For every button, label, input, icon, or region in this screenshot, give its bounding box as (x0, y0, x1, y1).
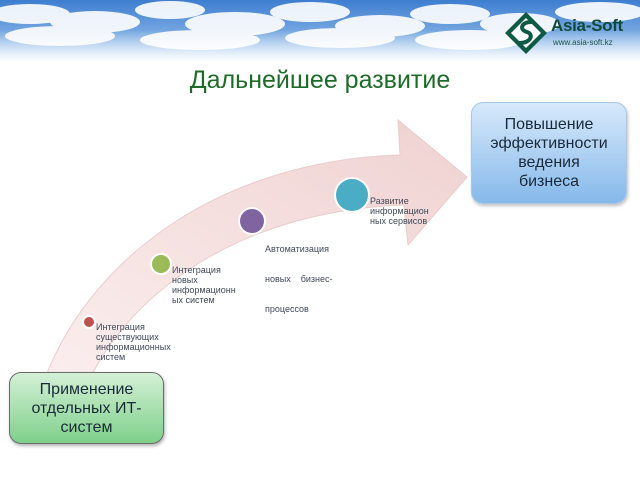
step-2-label: Интеграция новых информационн ых систем (172, 265, 236, 305)
goal-box: Повышение эффективности ведения бизнеса (471, 102, 627, 204)
diamond-logo-icon (505, 12, 547, 54)
step-1-dot (84, 317, 94, 327)
slide-title-text: Дальнейшее развитие (189, 66, 451, 94)
sky-banner (0, 0, 640, 62)
step-4-dot (336, 179, 368, 211)
company-logo: Asia-Soft www.asia-soft.kz (503, 10, 633, 56)
step-3-label: Автоматизация новых бизнес- процессов (265, 244, 333, 314)
step-1-label: Интеграция существующих информационных с… (96, 322, 171, 362)
logo-url: www.asia-soft.kz (553, 38, 613, 47)
logo-name: Asia-Soft (551, 16, 623, 35)
slide-title: Дальнейшее развитие (0, 66, 640, 95)
step-4-label: Развитие информацион ных сервисов (370, 196, 429, 226)
step-2-dot (152, 255, 170, 273)
start-box: Применение отдельных ИТ- систем (9, 372, 164, 444)
step-3-dot (240, 209, 264, 233)
